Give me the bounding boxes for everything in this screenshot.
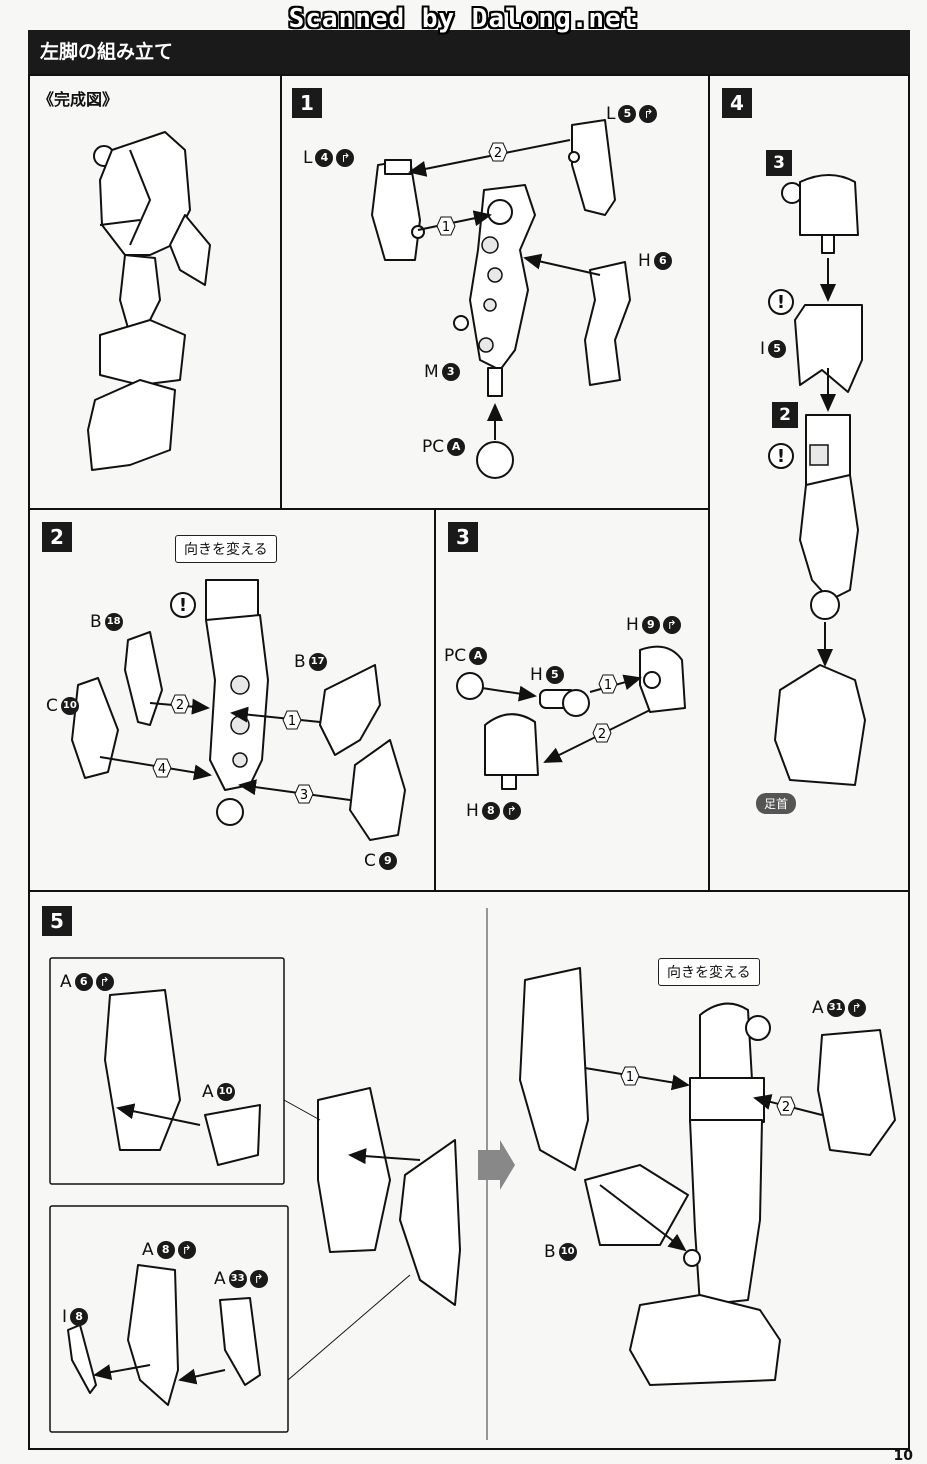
turn-direction-note: 向きを変える [658,958,760,986]
step4-drawing [774,174,866,786]
step-marker-2: 2 [782,1100,790,1115]
sub-step-2: 2 [772,402,798,428]
cut-icon: ↱ [336,149,355,167]
panel-number-3: 3 [448,522,478,552]
step-marker-1: 1 [604,678,612,693]
step-marker-2: 2 [176,698,184,713]
warning-icon: ! [768,289,794,315]
cut-icon: ↱ [177,1241,196,1259]
step2-drawing [71,579,406,841]
step-5-panel [28,890,910,1450]
step-markers: 2 1 2 1 3 4 1 2 1 2 [152,142,796,1116]
panel-number-1: 1 [292,88,322,118]
panel-number-2: 2 [42,522,72,552]
step1-drawing [371,119,631,479]
step-marker-2: 2 [494,146,502,161]
completed-leg-drawing [87,131,211,471]
sub-step-3: 3 [766,150,792,176]
cut-icon: ↱ [249,1270,268,1288]
step5-drawing [49,908,896,1440]
warning-icon: ! [768,443,794,469]
step-marker-1: 1 [288,714,296,729]
ankle-badge: 足首 [756,793,797,814]
panel-number-4: 4 [722,88,752,118]
cut-icon: ↱ [502,802,521,820]
step-marker-2: 2 [598,727,606,742]
turn-direction-note: 向きを変える [175,535,277,563]
cut-icon: ↱ [95,973,114,991]
step-marker-3: 3 [300,788,308,803]
step-marker-1: 1 [442,220,450,235]
step-marker-1: 1 [626,1070,634,1085]
page-title: 左脚の組み立て [28,30,910,74]
watermark-text: Scanned by Dalong.net [288,4,639,34]
page-number: 10 [893,1448,913,1464]
panel-number-5: 5 [42,906,72,936]
step3-drawing [456,645,686,790]
cut-icon: ↱ [639,105,658,123]
step-marker-4: 4 [158,762,166,777]
warning-icon: ! [170,592,196,618]
complete-view-title: 《完成図》 [38,90,119,109]
cut-icon: ↱ [662,616,681,634]
cut-icon: ↱ [847,999,866,1017]
